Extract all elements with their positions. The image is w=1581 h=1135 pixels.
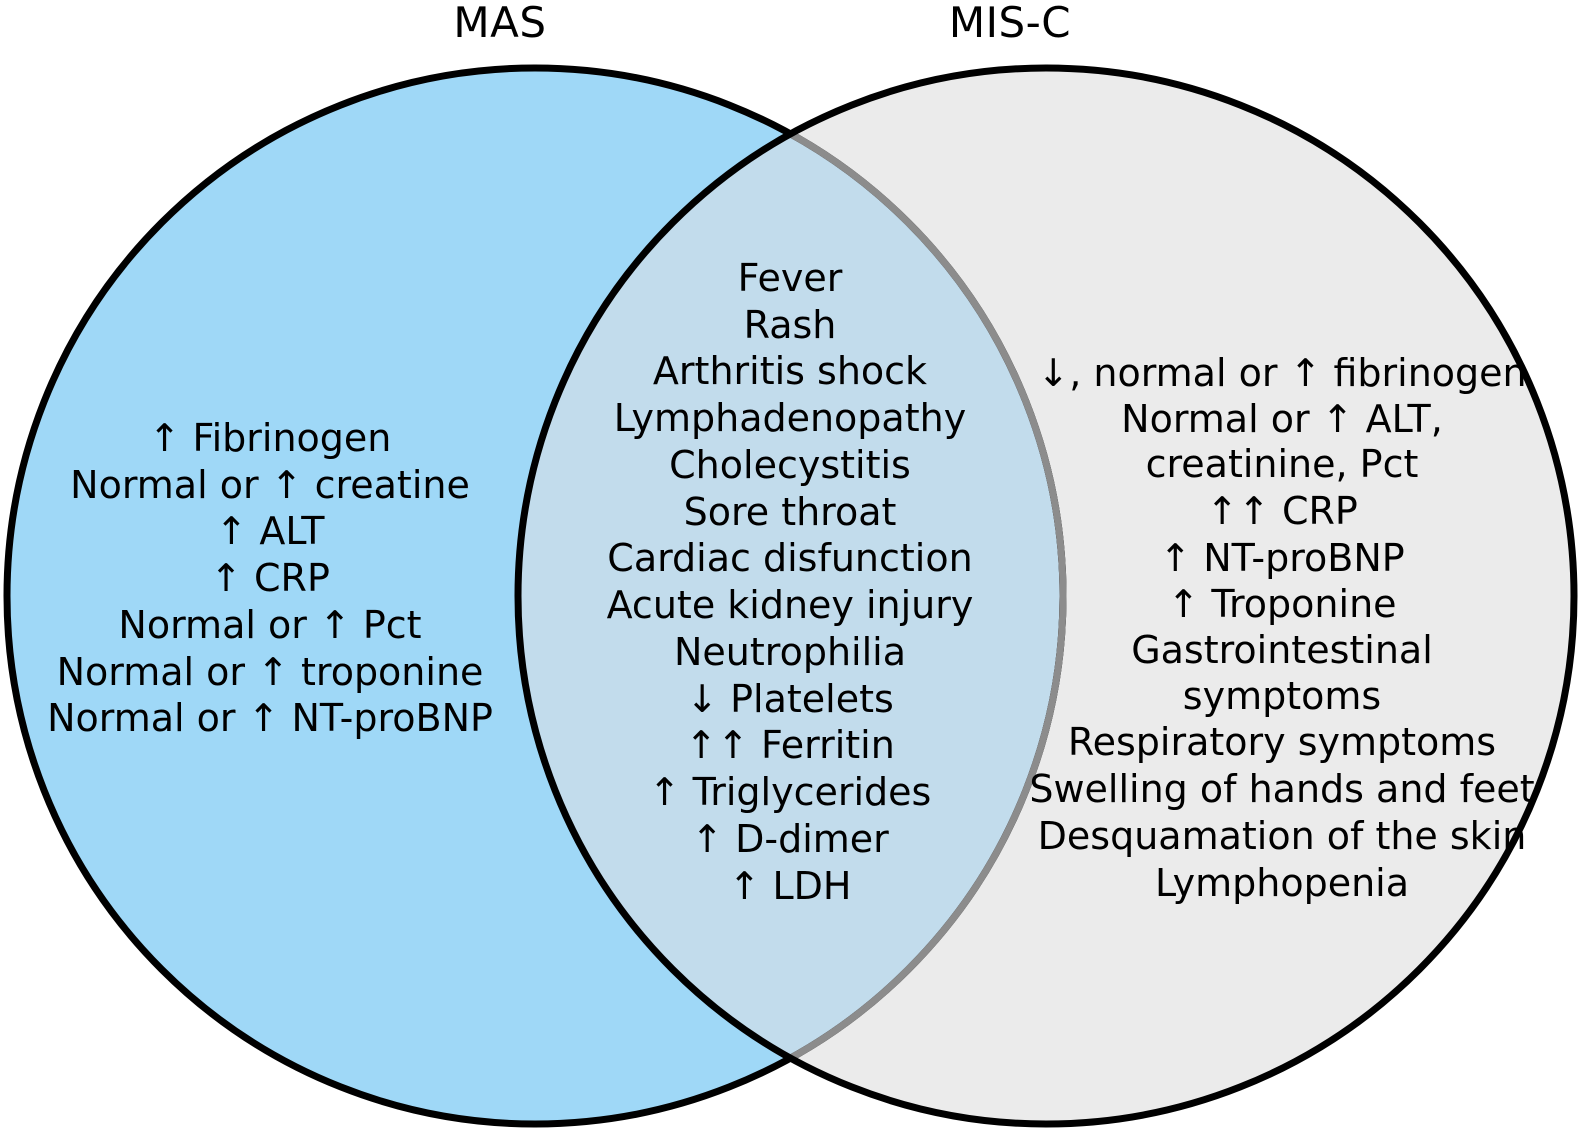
list-item: Respiratory symptoms: [1067, 720, 1497, 765]
misc-set-title: MIS-C: [948, 0, 1072, 47]
list-item: ↑ Troponine: [1167, 582, 1397, 627]
list-item: ↓ Platelets: [686, 676, 894, 721]
list-item: Sore throat: [683, 489, 897, 534]
list-item: ↓, normal or ↑ fibrinogen: [1037, 351, 1527, 395]
list-item: ↑ ALT: [215, 509, 325, 554]
list-item: Neutrophilia: [674, 629, 906, 674]
list-item: Normal or ↑ NT-proBNP: [47, 696, 493, 741]
list-item: ↑ Triglycerides: [648, 770, 932, 815]
list-item: Normal or ↑ troponine: [56, 649, 484, 694]
overlap-region-fill: [518, 68, 1063, 1124]
misc-circle-outline: [514, 64, 1578, 1128]
mas-set-title: MAS: [453, 0, 547, 47]
misc-only-item-list: ↓, normal or ↑ fibrinogen Normal or ↑ AL…: [1022, 350, 1542, 906]
list-item: Swelling of hands and feet: [1029, 767, 1535, 812]
list-item: ↑↑ CRP: [1206, 488, 1358, 533]
list-item: symptoms: [1182, 673, 1382, 718]
list-item: Rash: [743, 302, 837, 347]
list-item: Cardiac disfunction: [607, 536, 973, 581]
list-item: ↑ CRP: [210, 556, 330, 601]
list-item: Arthritis shock: [652, 349, 928, 394]
list-item: Desquamation of the skin: [1037, 813, 1527, 858]
list-item: ↑ Fibrinogen: [148, 416, 392, 460]
list-item: ↑ NT-proBNP: [1159, 535, 1405, 580]
list-item: Normal or ↑ Pct: [118, 602, 422, 647]
list-item: ↑ LDH: [728, 863, 852, 908]
list-item: Normal or ↑ creatine: [70, 462, 470, 507]
shared-item-list: Fever Rash Arthritis shock Lymphadenopat…: [545, 255, 1035, 909]
mas-circle-outline: [3, 64, 1067, 1128]
list-item: Lymphopenia: [1154, 860, 1410, 905]
list-item: Cholecystitis: [669, 442, 911, 487]
list-item: Lymphadenopathy: [613, 396, 967, 441]
list-item: Acute kidney injury: [606, 583, 974, 628]
mas-only-item-list: ↑ Fibrinogen Normal or ↑ creatine ↑ ALT …: [30, 415, 510, 742]
list-item: ↑ D-dimer: [691, 816, 889, 861]
list-item: ↑↑ Ferritin: [685, 723, 895, 768]
list-item: creatinine, Pct: [1145, 442, 1419, 487]
list-item: Gastrointestinal: [1131, 628, 1433, 673]
list-item: Normal or ↑ ALT,: [1121, 396, 1443, 441]
list-item: Fever: [737, 256, 843, 300]
